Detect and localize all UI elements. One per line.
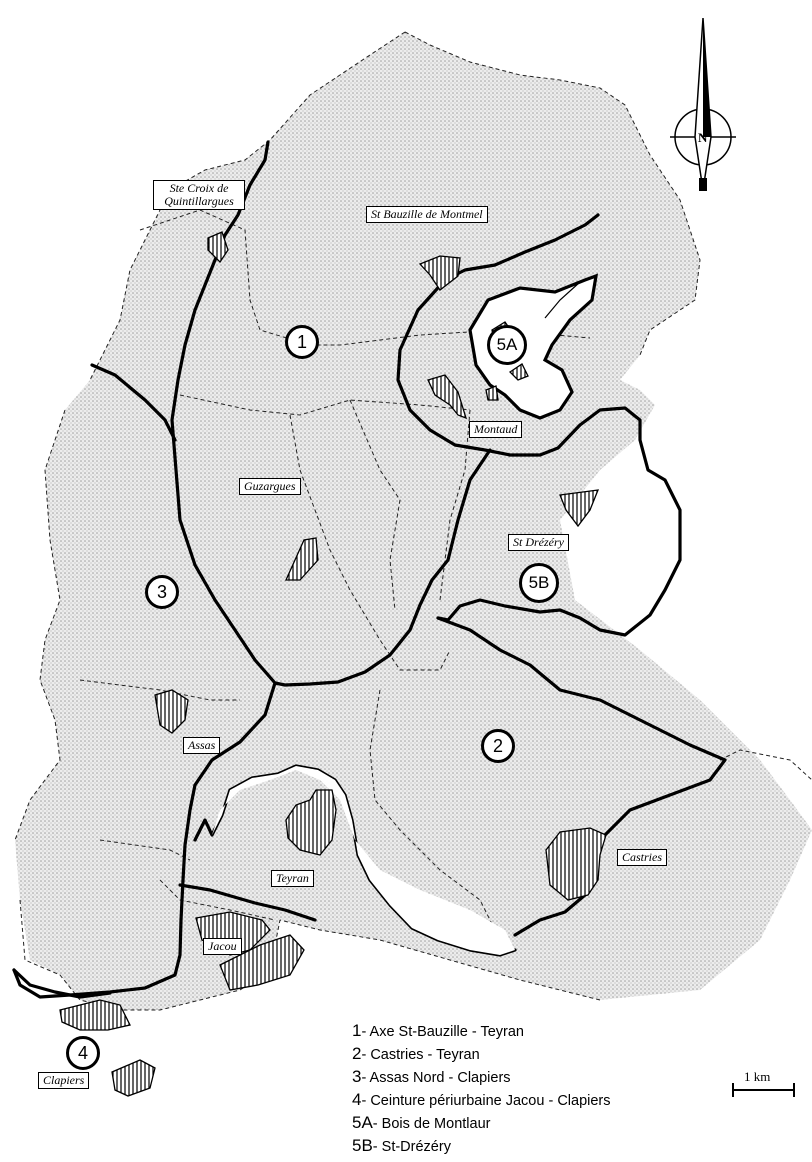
legend: 1- Axe St-Bauzille - Teyran 2- Castries … [352,1019,692,1157]
zone-marker-5b: 5B [519,563,559,603]
zone-marker-3: 3 [145,575,179,609]
town-castries: Castries [617,849,668,866]
town-assas: Assas [183,737,221,754]
scale-bar [732,1083,795,1097]
study-area [15,32,812,1010]
zone-marker-2: 2 [481,729,515,763]
zone-5a-boundary [468,273,599,420]
town-teyran: Teyran [271,870,314,887]
teyran-plain [212,766,515,955]
town-jacou: Jacou [203,938,242,955]
compass-letter: N [698,130,708,145]
legend-item-1: 1- Axe St-Bauzille - Teyran [352,1021,524,1040]
zone-5a-inner [544,281,581,319]
town-st-drezery: St Drézéry [508,534,569,551]
zone-marker-4: 4 [66,1036,100,1070]
legend-item-4: 4- Ceinture périurbaine Jacou - Clapiers [352,1090,611,1109]
scale-label: 1 km [744,1069,771,1084]
town-st-bauzille: St Bauzille de Montmel [366,206,488,223]
zone-marker-5a: 5A [487,325,527,365]
town-guzargues: Guzargues [239,478,301,495]
legend-item-2: 2- Castries - Teyran [352,1044,480,1063]
legend-item-3: 3- Assas Nord - Clapiers [352,1067,511,1086]
town-ste-croix: Ste Croix de Quintillargues [153,180,245,210]
legend-item-5b: 5B- St-Drézéry [352,1136,451,1155]
north-arrow-icon [670,17,736,191]
zone-marker-1: 1 [285,325,319,359]
town-montaud: Montaud [469,421,523,438]
town-clapiers: Clapiers [38,1072,90,1089]
legend-item-5a: 5A- Bois de Montlaur [352,1113,491,1132]
